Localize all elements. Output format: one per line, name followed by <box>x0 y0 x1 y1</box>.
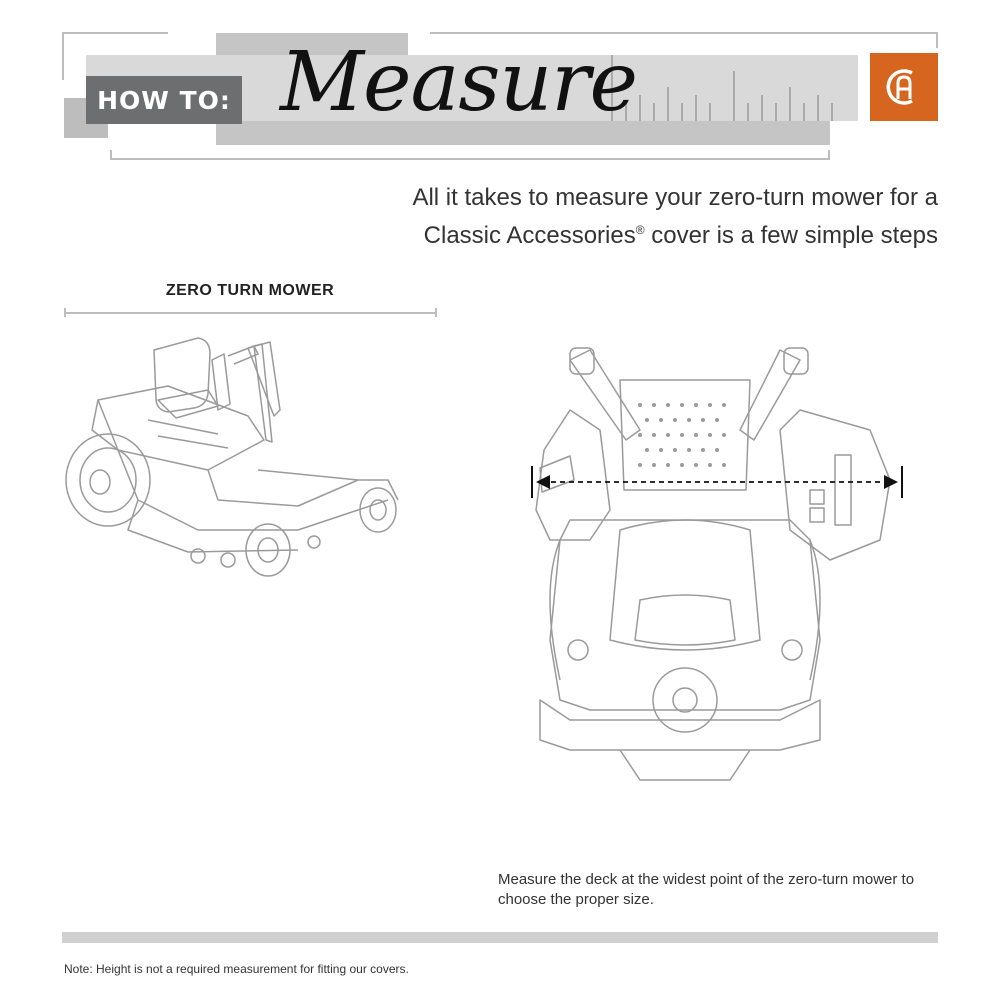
header-frame-line-top-right-h <box>430 32 938 34</box>
section-label: ZERO TURN MOWER <box>165 282 335 299</box>
intro-line-2-suffix: cover is a few simple steps <box>644 222 938 249</box>
measure-caption: Measure the deck at the widest point of … <box>498 871 915 908</box>
ruler-ticks <box>611 55 833 121</box>
section-underline-left-cap <box>64 308 66 317</box>
header-block-bottom <box>216 121 830 145</box>
footer-divider <box>62 932 938 943</box>
classic-accessories-logo-icon <box>870 53 938 121</box>
intro-line-1: All it takes to measure your zero-turn m… <box>412 184 938 211</box>
how-to-badge: HOW TO: <box>86 76 242 124</box>
double-arrow-measure-icon <box>531 466 903 498</box>
zero-turn-mower-side-illustration <box>65 337 399 577</box>
intro-line-2: Classic Accessories® cover is a few simp… <box>298 214 938 252</box>
header-block-top <box>216 33 408 55</box>
registered-mark: ® <box>635 223 645 237</box>
intro-text: All it takes to measure your zero-turn m… <box>298 182 938 252</box>
zero-turn-mower-top-illustration <box>535 347 891 781</box>
header-frame-line-top-left-h <box>62 32 168 34</box>
section-underline-right-cap <box>435 308 437 317</box>
header-frame-line-bottom-h <box>110 158 830 160</box>
section-underline <box>64 312 436 314</box>
header-frame-line-bottom-right-v <box>828 150 830 160</box>
intro-line-2-prefix: Classic Accessories <box>423 222 636 249</box>
page-title: Measure <box>280 35 638 130</box>
header-frame-line-top-right-v <box>936 32 938 48</box>
header-frame-line-bottom-left-v <box>110 150 112 160</box>
height-note: Note: Height is not a required measureme… <box>64 962 409 976</box>
header-frame-line-top-left-v <box>62 32 64 80</box>
